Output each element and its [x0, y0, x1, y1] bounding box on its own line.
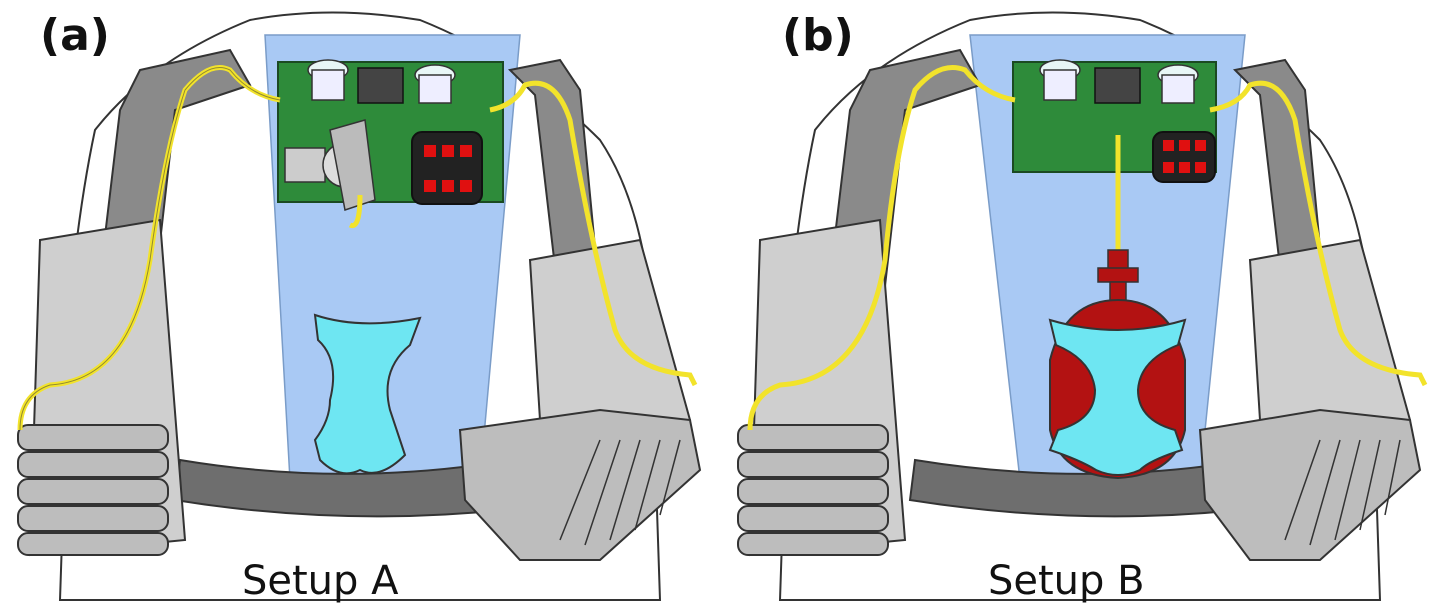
panel-setup-b: (b) Setup B	[720, 0, 1440, 615]
panel-caption: Setup B	[988, 558, 1145, 604]
valve-left	[1039, 59, 1081, 101]
tubing-left	[747, 65, 1016, 431]
microcontroller	[1094, 67, 1141, 104]
valve-right	[414, 64, 456, 104]
exosuit-illustration-a	[17, 11, 702, 601]
led-battery-pack	[411, 131, 483, 205]
tubing-right	[489, 80, 698, 387]
right-forearm-bellows	[458, 408, 702, 561]
left-arm-bellows	[17, 424, 169, 556]
tubing-center	[348, 194, 363, 229]
holster	[313, 313, 422, 475]
panel-label: (b)	[782, 10, 854, 61]
panel-caption: Setup A	[242, 558, 399, 604]
led-battery-pack	[1152, 131, 1216, 183]
right-forearm-bellows	[1198, 408, 1422, 561]
tubing-left-outline	[19, 67, 281, 431]
exosuit-illustration-b	[737, 11, 1428, 601]
pump-module	[284, 119, 376, 211]
panel-setup-a: (a) Setup A	[17, 10, 702, 604]
left-arm-bellows	[737, 424, 889, 556]
tubing-right	[1209, 80, 1428, 387]
panel-label: (a)	[40, 10, 110, 61]
valve-right	[1157, 64, 1199, 104]
holster	[1048, 318, 1187, 476]
microcontroller	[357, 67, 404, 104]
valve-left	[307, 59, 349, 101]
